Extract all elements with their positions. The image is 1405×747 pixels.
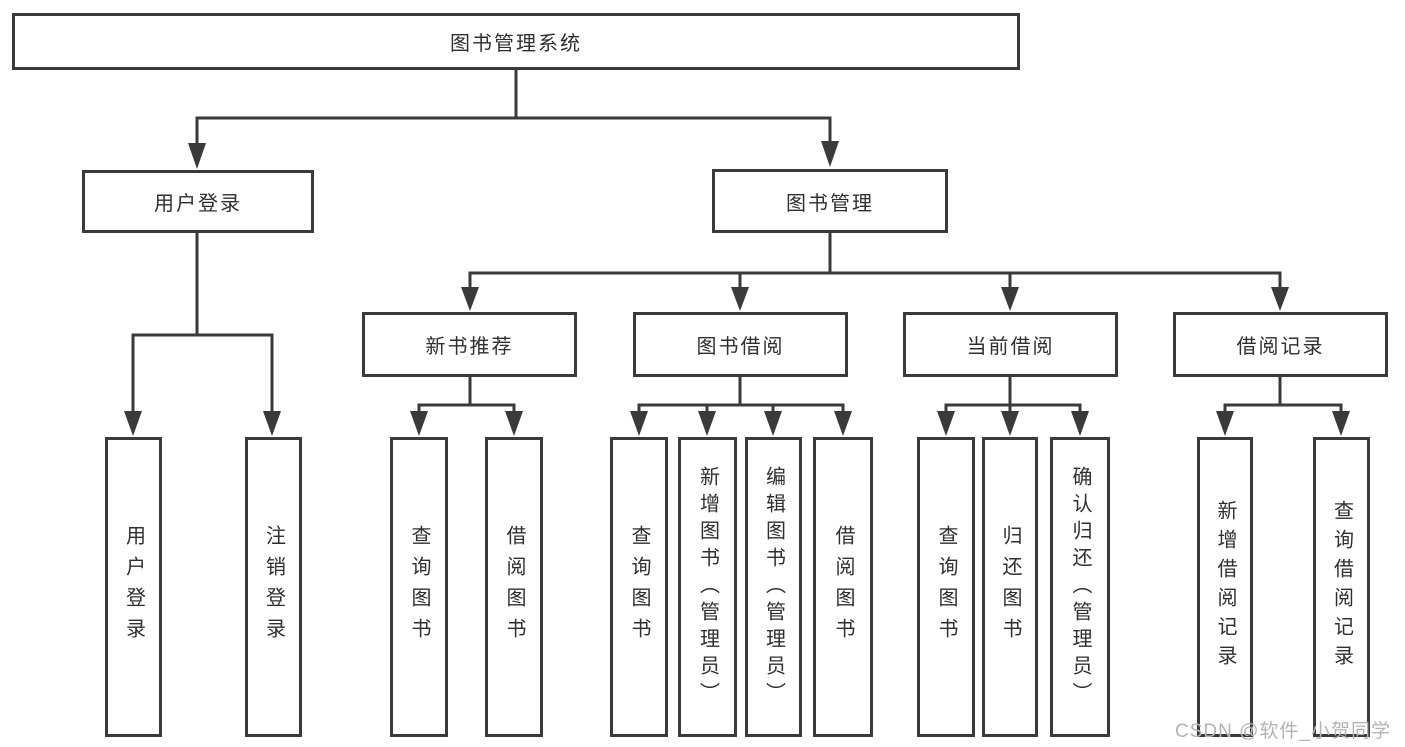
leaf-query-book-borrow: 查询图书 bbox=[610, 437, 668, 737]
leaf-edit-book-admin: 编辑图书（管理员） bbox=[745, 437, 802, 737]
leaf-borrow-book-recommend: 借阅图书 bbox=[485, 437, 543, 737]
leaf-query-book-current: 查询图书 bbox=[917, 437, 975, 737]
leaf-borrow-book: 借阅图书 bbox=[813, 437, 873, 737]
node-new-book-recommend: 新书推荐 bbox=[362, 312, 577, 377]
leaf-confirm-return-admin: 确认归还（管理员） bbox=[1050, 437, 1110, 737]
node-book-management: 图书管理 bbox=[712, 169, 948, 233]
leaf-query-book-recommend: 查询图书 bbox=[390, 437, 448, 737]
leaf-logout-login: 注销登录 bbox=[245, 437, 302, 737]
node-user-login: 用户登录 bbox=[82, 170, 314, 233]
node-current-borrow: 当前借阅 bbox=[903, 312, 1118, 377]
leaf-add-book-admin: 新增图书（管理员） bbox=[678, 437, 737, 737]
leaf-query-borrow-record: 查询借阅记录 bbox=[1313, 437, 1370, 737]
leaf-user-login: 用户登录 bbox=[105, 437, 162, 737]
watermark: CSDN @软件_小贺同学 bbox=[1175, 721, 1391, 742]
node-book-borrow: 图书借阅 bbox=[633, 312, 848, 377]
node-borrow-records: 借阅记录 bbox=[1173, 312, 1388, 377]
leaf-return-book: 归还图书 bbox=[982, 437, 1038, 737]
node-root: 图书管理系统 bbox=[12, 13, 1020, 70]
leaf-add-borrow-record: 新增借阅记录 bbox=[1197, 437, 1253, 737]
